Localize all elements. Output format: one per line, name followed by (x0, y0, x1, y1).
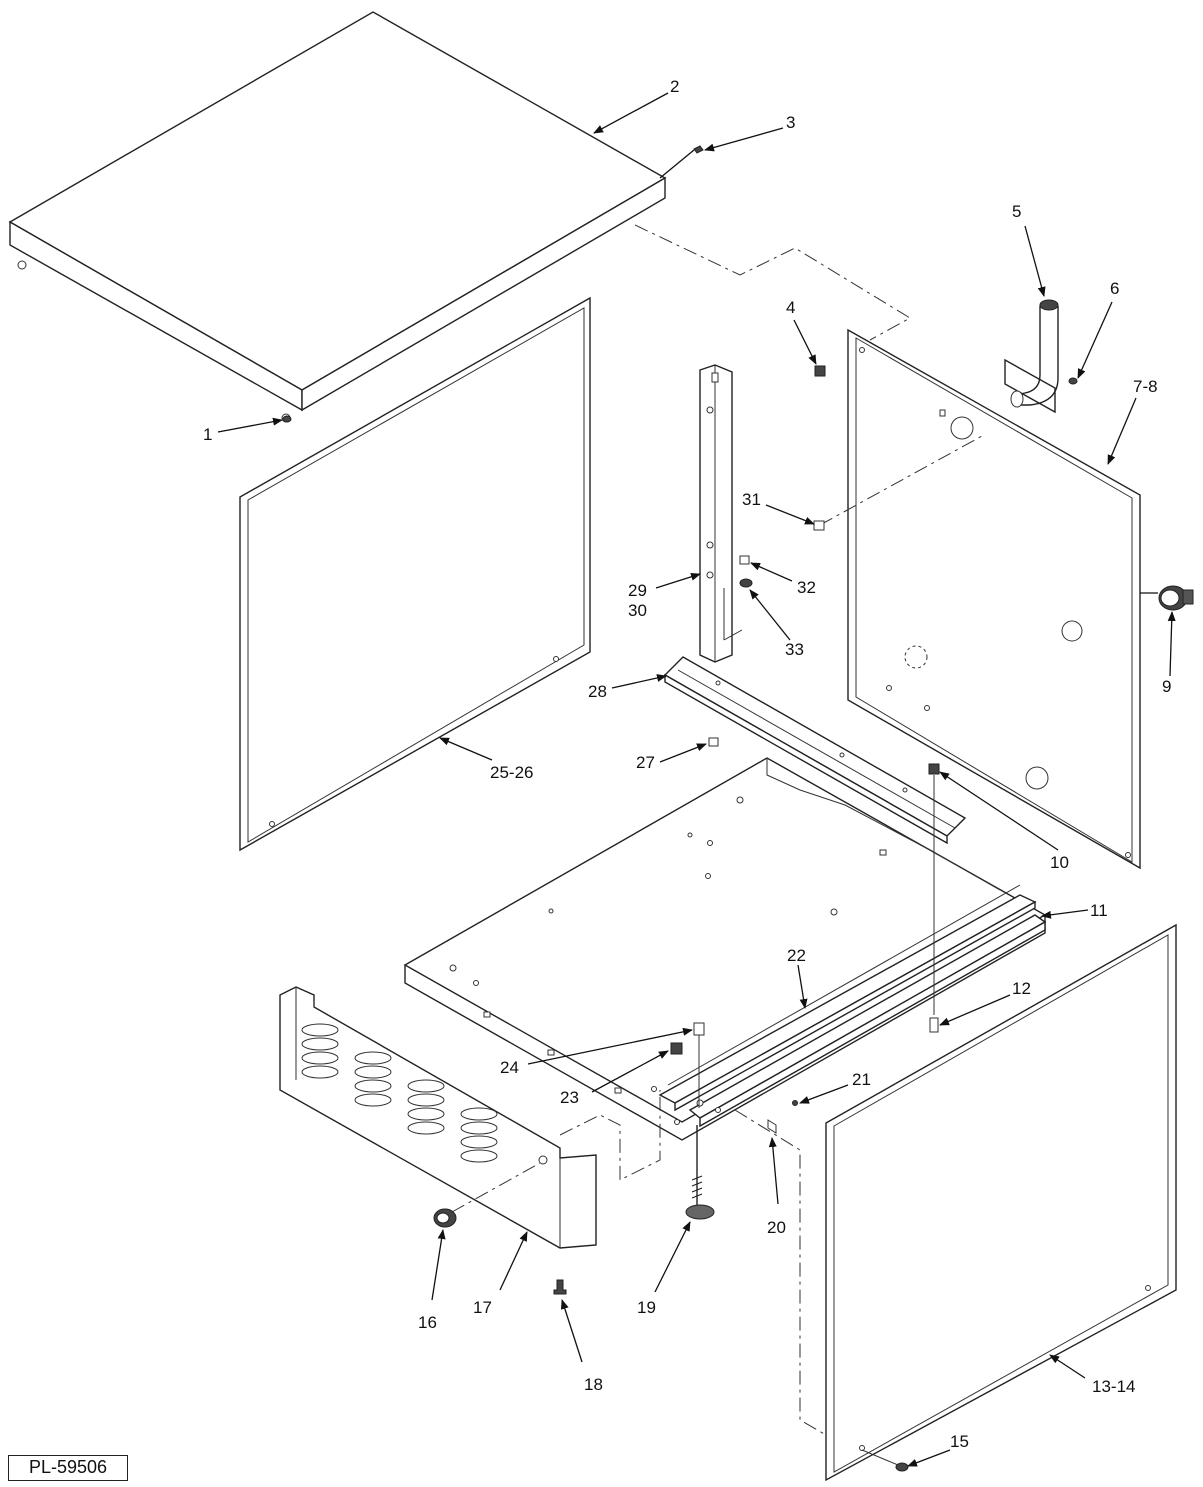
alignment-line-front (559, 1090, 661, 1181)
callout-19: 19 (637, 1298, 656, 1317)
callout-15: 15 (950, 1432, 969, 1451)
callout-29: 29 (628, 581, 647, 600)
callout-2: 2 (670, 77, 679, 96)
callout-21: 21 (852, 1070, 871, 1089)
callout-13-14: 13-14 (1092, 1377, 1135, 1396)
callout-7-8: 7-8 (1133, 377, 1158, 396)
callout-11: 11 (1090, 901, 1108, 920)
top-cover (8, 11, 667, 423)
front-rails (658, 884, 1047, 1128)
callout-28: 28 (588, 682, 607, 701)
vertical-post (699, 364, 743, 663)
callout-3: 3 (786, 113, 795, 132)
callout-4: 4 (786, 298, 795, 317)
callout-16: 16 (418, 1313, 437, 1332)
flue-pipe (1004, 299, 1078, 414)
callout-10: 10 (1050, 853, 1069, 872)
callout-33: 33 (785, 640, 804, 659)
front-louver-panel (279, 986, 597, 1249)
control-knob (1158, 585, 1194, 611)
louver-slots (301, 1023, 498, 1163)
callout-18: 18 (584, 1375, 603, 1394)
callout-1: 1 (203, 425, 212, 444)
callout-9: 9 (1162, 677, 1171, 696)
drawing-part-number: PL-59506 (8, 1455, 128, 1481)
alignment-line-top (634, 224, 911, 341)
hardware-parts (282, 145, 940, 1472)
callout-24: 24 (500, 1058, 519, 1077)
callout-20: 20 (767, 1218, 786, 1237)
callout-23: 23 (560, 1088, 579, 1107)
callout-27: 27 (636, 753, 655, 772)
callout-5: 5 (1012, 202, 1021, 221)
callout-30: 30 (628, 601, 647, 620)
callout-31: 31 (742, 490, 761, 509)
left-side-panel (239, 296, 591, 852)
callout-17: 17 (473, 1298, 492, 1317)
right-side-panel (825, 923, 1177, 1482)
callout-22: 22 (787, 946, 806, 965)
back-panel (847, 328, 1141, 870)
alignment-line-31 (819, 435, 983, 526)
alignment-line-16 (451, 1162, 541, 1213)
callout-6: 6 (1110, 279, 1119, 298)
leader-lines (217, 92, 1176, 1467)
callout-12: 12 (1012, 979, 1031, 998)
callout-labels: 2 3 1 4 5 6 7-8 9 10 11 12 13-14 15 16 1… (203, 77, 1171, 1451)
alignment-line-bottom (734, 1109, 827, 1436)
callout-25-26: 25-26 (490, 763, 533, 782)
callout-32: 32 (797, 578, 816, 597)
